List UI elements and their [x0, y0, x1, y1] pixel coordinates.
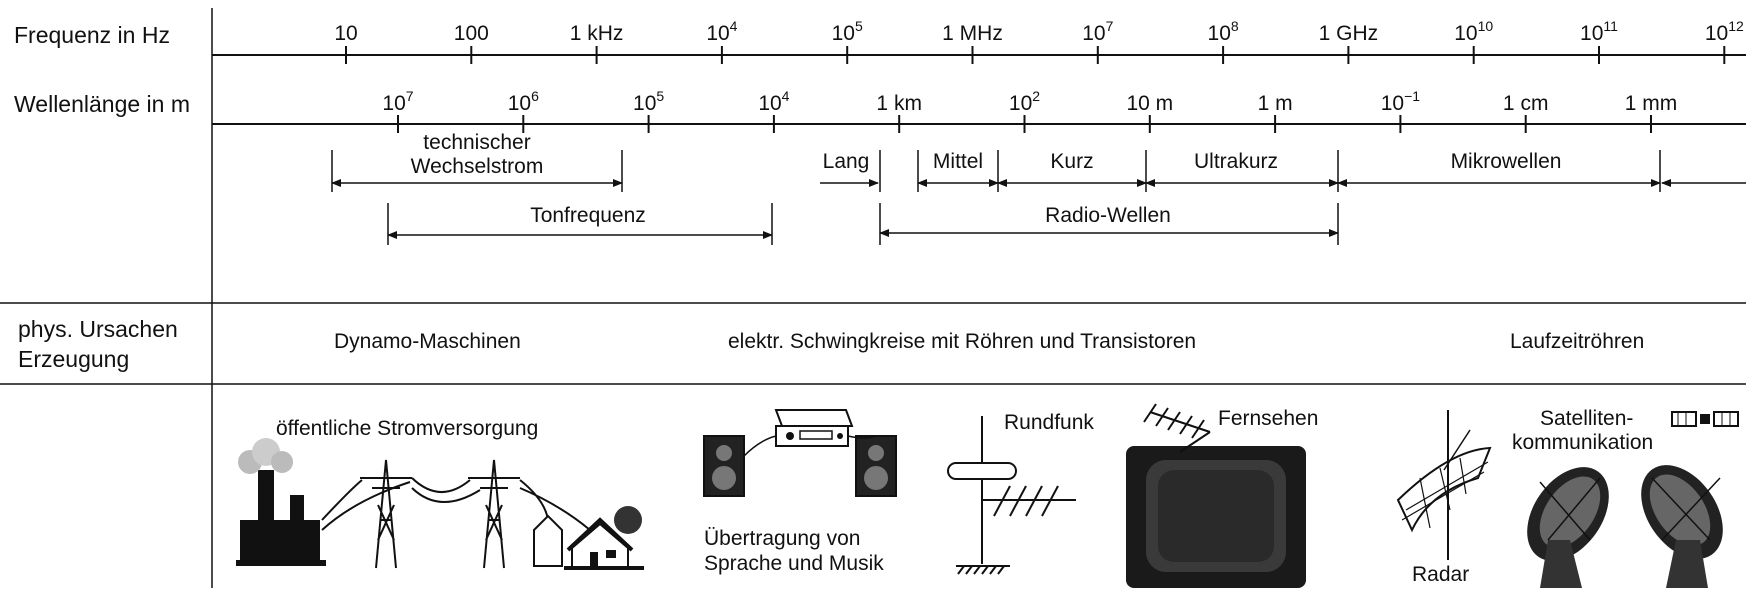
wavelength-row-label: Wellenlänge in m	[14, 91, 191, 117]
band-label-microwave: Mikrowellen	[1450, 150, 1562, 173]
pylon-icon	[321, 459, 591, 569]
frequency-tick-label: 100	[453, 22, 489, 45]
wavelength-tick-label: 1 km	[876, 92, 922, 115]
wavelength-tick-label: 1 cm	[1502, 92, 1549, 115]
band-label-long: Lang	[822, 150, 870, 173]
frequency-tick-label: 1 kHz	[569, 22, 624, 45]
house-icon	[533, 506, 644, 570]
satellite-dish-icon	[1527, 465, 1723, 588]
frequency-tick-label: 105	[831, 18, 863, 45]
frequency-tick-label: 104	[706, 18, 738, 45]
frequency-row-label: Frequenz in Hz	[14, 22, 170, 48]
application-satellite-line-1: Satelliten-	[1540, 407, 1634, 430]
power-plant-icon	[236, 438, 326, 566]
application-audio-line-2: Sprache und Musik	[704, 552, 884, 575]
frequency-tick-label: 1 MHz	[942, 22, 1003, 45]
band-label-audio: Tonfrequenz	[530, 204, 646, 227]
application-tv: Fernsehen	[1218, 407, 1319, 430]
generation-row-label: Erzeugung	[18, 346, 130, 372]
frequency-tick-label: 1012	[1704, 18, 1744, 45]
band-label-radio: Radio-Wellen	[1045, 204, 1171, 227]
band-label-ultrashort: Ultrakurz	[1193, 150, 1279, 173]
band-label-short: Kurz	[1050, 150, 1094, 173]
radar-icon	[1396, 410, 1492, 560]
causes-row-label: phys. Ursachen	[18, 316, 178, 342]
frequency-tick-label: 1 GHz	[1318, 22, 1379, 45]
wavelength-tick-label: 107	[382, 88, 414, 115]
frequency-tick-label: 107	[1082, 18, 1114, 45]
tv-icon	[1126, 403, 1306, 588]
frequency-tick-label: 108	[1207, 18, 1239, 45]
stereo-icon	[703, 409, 897, 497]
frequency-tick-label: 1010	[1454, 18, 1494, 45]
source-dynamo: Dynamo-Maschinen	[334, 330, 521, 353]
application-audio-line-1: Übertragung von	[704, 527, 861, 550]
wavelength-tick-label: 106	[507, 88, 539, 115]
wavelength-tick-label: 104	[758, 88, 790, 115]
application-power: öffentliche Stromversorgung	[276, 417, 539, 440]
broadcast-antenna-icon	[947, 416, 1076, 575]
application-broadcast: Rundfunk	[1004, 411, 1094, 434]
source-oscillators: elektr. Schwingkreise mit Röhren und Tra…	[728, 330, 1197, 353]
wavelength-tick-label: 105	[633, 88, 665, 115]
application-radar: Radar	[1412, 563, 1470, 586]
frequency-tick-label: 1011	[1580, 18, 1618, 45]
wavelength-tick-label: 1 m	[1257, 92, 1293, 115]
band-label-tech-ac: technischer	[423, 131, 531, 154]
band-label-tech-ac-2: Wechselstrom	[410, 155, 544, 178]
satellite-icon	[1671, 411, 1739, 427]
wavelength-tick-label: 1 mm	[1624, 92, 1678, 115]
wavelength-tick-label: 10−1	[1380, 88, 1421, 115]
wavelength-tick-label: 102	[1008, 88, 1041, 115]
frequency-tick-label: 10	[334, 22, 358, 45]
source-klystron: Laufzeitröhren	[1510, 330, 1645, 353]
application-satellite-line-2: kommunikation	[1512, 431, 1654, 454]
wavelength-tick-label: 10 m	[1126, 92, 1174, 115]
band-ranges	[331, 150, 1746, 245]
band-label-medium: Mittel	[932, 150, 984, 173]
